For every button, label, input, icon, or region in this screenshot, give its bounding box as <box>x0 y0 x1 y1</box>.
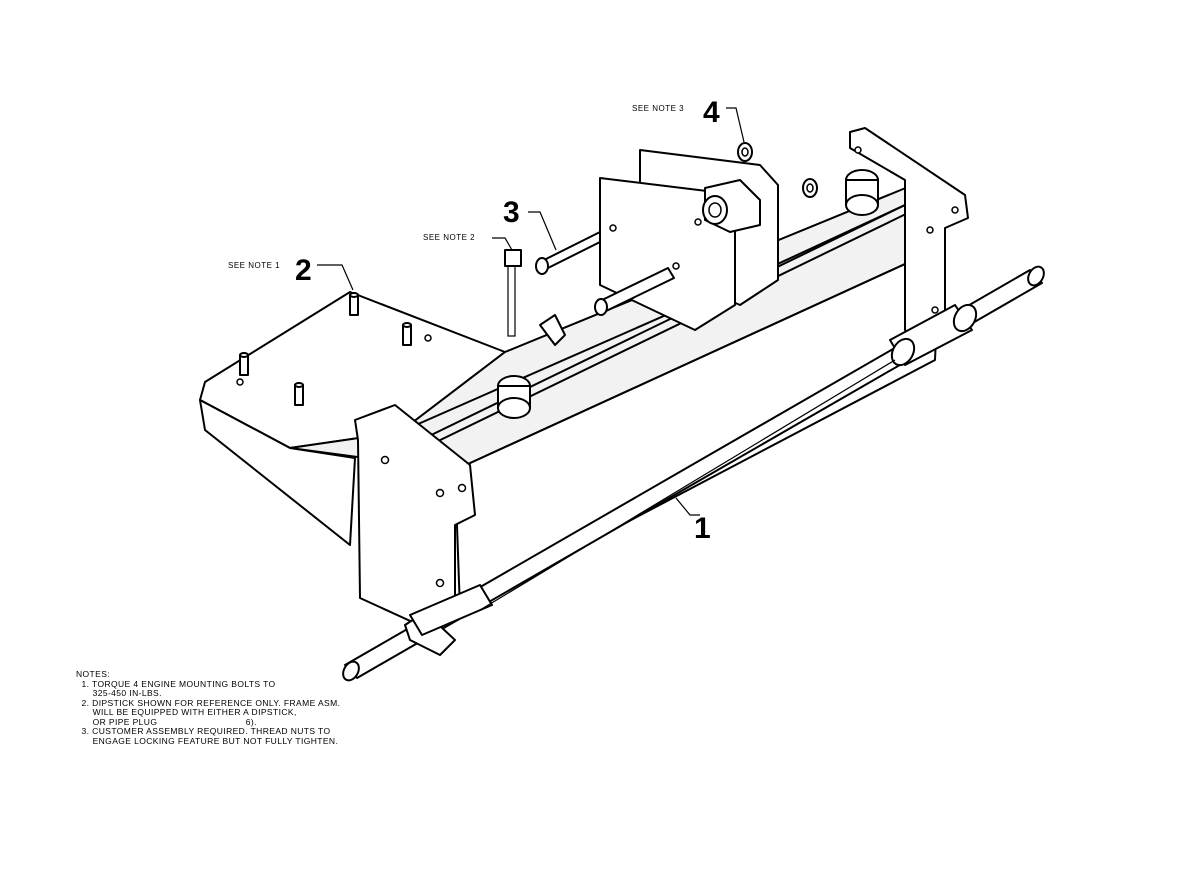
note-line: OR PIPE PLUG 6). <box>76 716 257 727</box>
dipstick <box>504 249 522 337</box>
note-line: ENGAGE LOCKING FEATURE BUT NOT FULLY TIG… <box>76 735 339 746</box>
callout-3: SEE NOTE 2 3 <box>423 196 557 251</box>
notes-heading: NOTES: <box>76 669 111 679</box>
note-line: 2. DIPSTICK SHOWN FOR REFERENCE ONLY. FR… <box>76 697 341 708</box>
note-line: 1. TORQUE 4 ENGINE MOUNTING BOLTS TO <box>76 678 276 689</box>
note-reference: SEE NOTE 3 <box>632 104 684 113</box>
note-line: 3. CUSTOMER ASSEMBLY REQUIRED. THREAD NU… <box>76 726 331 736</box>
bolt <box>535 231 605 275</box>
lock-nut <box>737 142 818 198</box>
engine-mount-studs <box>236 292 432 406</box>
callout-number: 4 <box>703 96 720 129</box>
front-end-plate <box>354 404 476 631</box>
callout-4: SEE NOTE 3 4 <box>632 96 745 143</box>
callout-1: 1 <box>675 497 711 545</box>
notes-block: NOTES: 1. TORQUE 4 ENGINE MOUNTING BOLTS… <box>76 669 436 747</box>
callout-number: 1 <box>694 512 711 545</box>
callout-number: 2 <box>295 254 312 287</box>
note-reference: SEE NOTE 1 <box>228 261 280 270</box>
callout-number: 3 <box>503 196 520 229</box>
fill-fitting <box>497 169 879 419</box>
axle-shaft <box>342 265 1045 682</box>
note-line: 325-450 IN-LBS. <box>76 688 162 698</box>
note-line: WILL BE EQUIPPED WITH EITHER A DIPSTICK, <box>76 707 297 717</box>
callout-2: SEE NOTE 1 2 <box>228 254 354 291</box>
notes-list: 1. TORQUE 4 ENGINE MOUNTING BOLTS TO 325… <box>76 678 436 747</box>
pivot-bracket <box>539 149 779 346</box>
note-reference: SEE NOTE 2 <box>423 233 475 242</box>
